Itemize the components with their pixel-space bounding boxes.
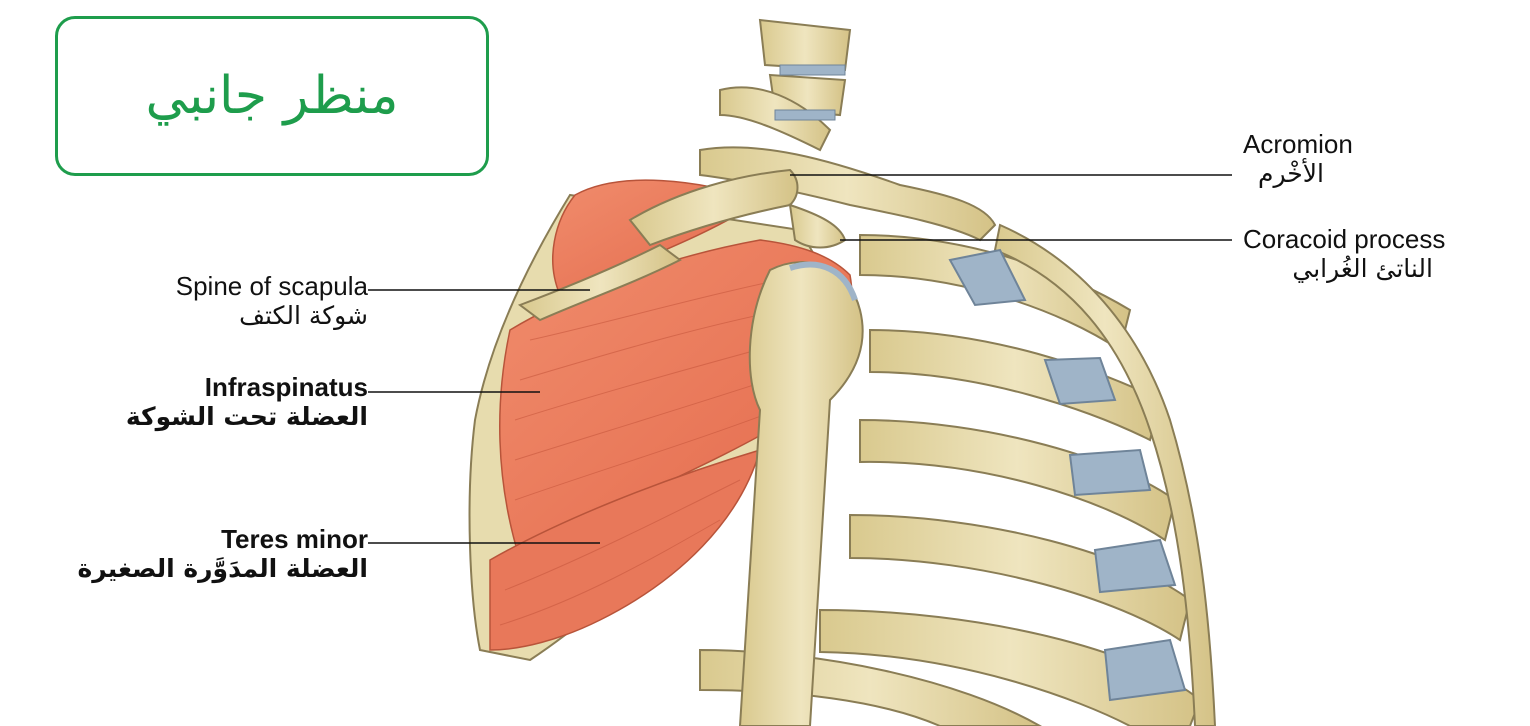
view-title-box: منظر جانبي xyxy=(55,16,489,176)
spine-label-en: Spine of scapula xyxy=(60,272,368,302)
intervertebral-disc xyxy=(780,65,845,75)
teres-minor-label-en: Teres minor xyxy=(0,525,368,555)
cervical-vertebrae xyxy=(720,20,850,150)
acromion-label-en: Acromion xyxy=(1243,130,1353,160)
coracoid-label-ar: الناتئ الغُرابي xyxy=(1243,255,1433,284)
spine-label: Spine of scapula شوكة الكتف xyxy=(60,272,368,331)
teres-minor-label-ar: العضلة المدَوَّرة الصغيرة xyxy=(0,555,368,584)
coracoid-process xyxy=(790,205,845,248)
humerus xyxy=(740,262,863,726)
intervertebral-disc xyxy=(775,110,835,120)
acromion-label: Acromion الأخْرم xyxy=(1243,130,1353,189)
coracoid-label: Coracoid process الناتئ الغُرابي xyxy=(1243,225,1445,284)
teres-minor-label: Teres minor العضلة المدَوَّرة الصغيرة xyxy=(0,525,368,584)
infraspinatus-label-en: Infraspinatus xyxy=(20,373,368,403)
spine-label-ar: شوكة الكتف xyxy=(60,302,368,331)
infraspinatus-label-ar: العضلة تحت الشوكة xyxy=(20,403,368,432)
infraspinatus-label: Infraspinatus العضلة تحت الشوكة xyxy=(20,373,368,432)
acromion-label-ar: الأخْرم xyxy=(1243,160,1343,189)
view-title: منظر جانبي xyxy=(146,66,399,126)
coracoid-label-en: Coracoid process xyxy=(1243,225,1445,255)
